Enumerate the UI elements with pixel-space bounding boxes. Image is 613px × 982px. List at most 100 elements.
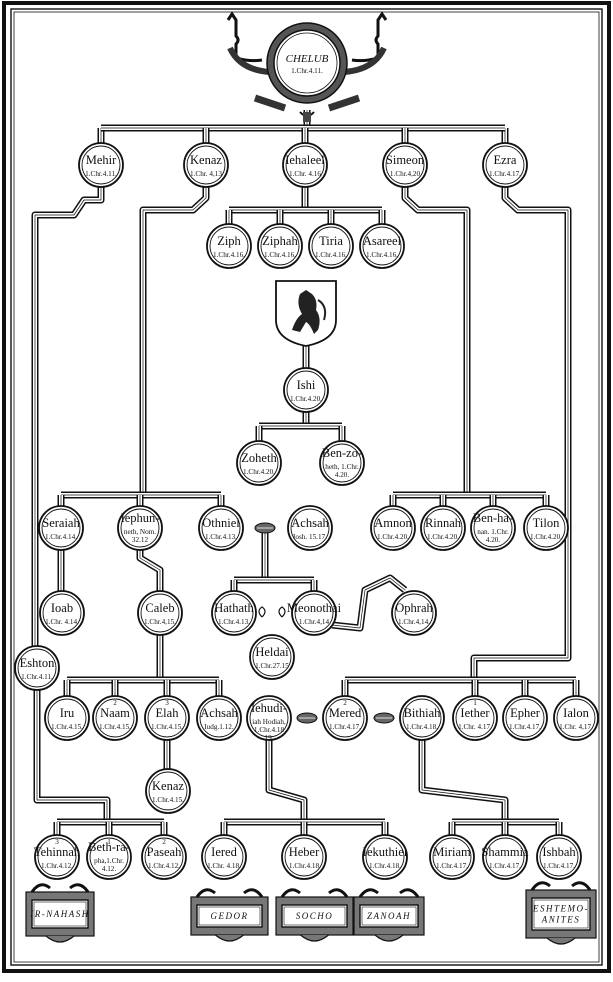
person-node-elah: Elah 1.Chr.4.15. 3 [144,695,190,741]
person-name: Eshton [20,656,55,670]
person-name: Elah [156,706,180,720]
person-ref: 1.Chr.4.11. [21,673,53,681]
person-name: Tiria [319,234,343,248]
person-name: Kenaz [152,779,184,793]
person-ref: 1.Chr.4.15. [51,723,83,731]
birth-order-number: 2 [162,838,166,846]
person-node-benhanan: Ben-ha-nan. 1.Chr.4.20. [470,505,516,551]
person-name: Zoheth [241,451,277,465]
person-ref: 1.Chr.4.15. [99,723,131,731]
person-name: Miriam [433,845,471,859]
person-ref: 1.Chr.4.16. [264,251,296,259]
person-name: Hathath [214,601,254,615]
birth-order-number: 3 [165,699,169,707]
person-ref: 1.Chr.4.18. [369,862,401,870]
title-ref: 1.Chr.4.11. [291,67,323,75]
eshton-line-center [36,686,108,822]
person-ref: 1.Chr.4.20. [290,395,322,403]
meonothai-ophrah-center [331,577,406,629]
person-name: Beth-ra- [88,840,130,854]
person-name: Bithiah [404,706,442,720]
person-name: Iekuthiel [363,845,408,859]
person-node-jekuthiel: Iekuthiel 1.Chr.4.18. [362,834,408,880]
person-ref2: 4.20. [486,536,501,544]
simeon-line-center [404,184,468,495]
person-name: Ishi [297,378,316,392]
person-name: Heldai [255,645,289,659]
bithiah-line-center [421,736,506,822]
person-node-ziphah: Ziphah 1.Chr.4.16. [257,223,303,269]
person-node-jehaleel: Iehaleel 1.Chr. 4.16 [282,142,328,188]
person-ref: 1.Chr. 4.18. [207,862,241,870]
person-name: Iether [460,706,490,720]
cartouche-eshtemoa: ESHTEMO-ANITES [525,881,597,945]
person-ref: 1.Chr.4.17. [509,723,541,731]
person-name: Paseah [147,845,182,859]
title-name: CHELUB [286,53,329,65]
person-ref: neth, Nom. [124,528,156,536]
person-name: Ben-zo- [322,446,362,460]
cartouche-gedor: GEDOR [190,888,269,942]
person-name: Iehaleel [285,153,325,167]
person-ref: 1.Chr.4.16. [366,251,398,259]
person-node-miriam: Miriam 1.Chr.4.17. [429,834,475,880]
person-ref: 1.Chr.4.17. [489,862,521,870]
person-ref2: 4.20. [335,471,350,479]
person-name: Ziphah [262,234,298,248]
birth-order-number: 3 [55,838,59,846]
person-node-jephunneh: Iephun-neth, Nom.32.12 [117,505,163,551]
person-name: Achsah [291,516,329,530]
person-name: Ezra [494,153,517,167]
person-ref: 1.Chr.4.12. [148,862,180,870]
person-ref: 1.Chr. 4.14. [45,618,79,626]
person-name: Ialon [563,706,589,720]
ornament-loops [258,606,286,618]
person-ref: 1.Chr.4.17. [543,862,575,870]
person-node-eshton: Eshton 1.Chr.4.11. [14,645,60,691]
person-ref: 1.Chr.4,20 [390,170,421,178]
person-ref: 1.Chr.4.17. [436,862,468,870]
person-name: Shammia [481,845,529,859]
emblems [254,280,395,724]
birth-order-number: 2 [343,699,347,707]
person-ref: 1.Chr. 4,17. [559,723,593,731]
person-name: Othniel [202,516,240,530]
person-ref: 1.Chr. 4.16 [289,170,321,178]
person-node-jalon: Ialon 1.Chr. 4,17. [553,695,599,741]
person-ref: 1.Chr.4.20. [427,533,459,541]
person-ref: nan. 1.Chr. [477,528,509,536]
person-ref: 1.Chr.4.20. [377,533,409,541]
person-name: Meonothai [287,601,342,615]
clasped-hands-icon [373,712,395,724]
jehudijah-line-center [268,736,305,822]
person-ref: 1.Chr.4.20. [530,533,562,541]
person-name: Naam [100,706,130,720]
place-name: IR-NAHASH [29,909,90,919]
person-ref: 1.Chr.4.16. [213,251,245,259]
person-ref: 1.Chr.4,14. [398,618,430,626]
person-name: Mered [329,706,362,720]
person-name: Mehir [86,153,117,167]
person-name: Iered [211,845,237,859]
person-name: Asareel [363,234,402,248]
person-ref: 1.Chr.4.15. [151,723,183,731]
